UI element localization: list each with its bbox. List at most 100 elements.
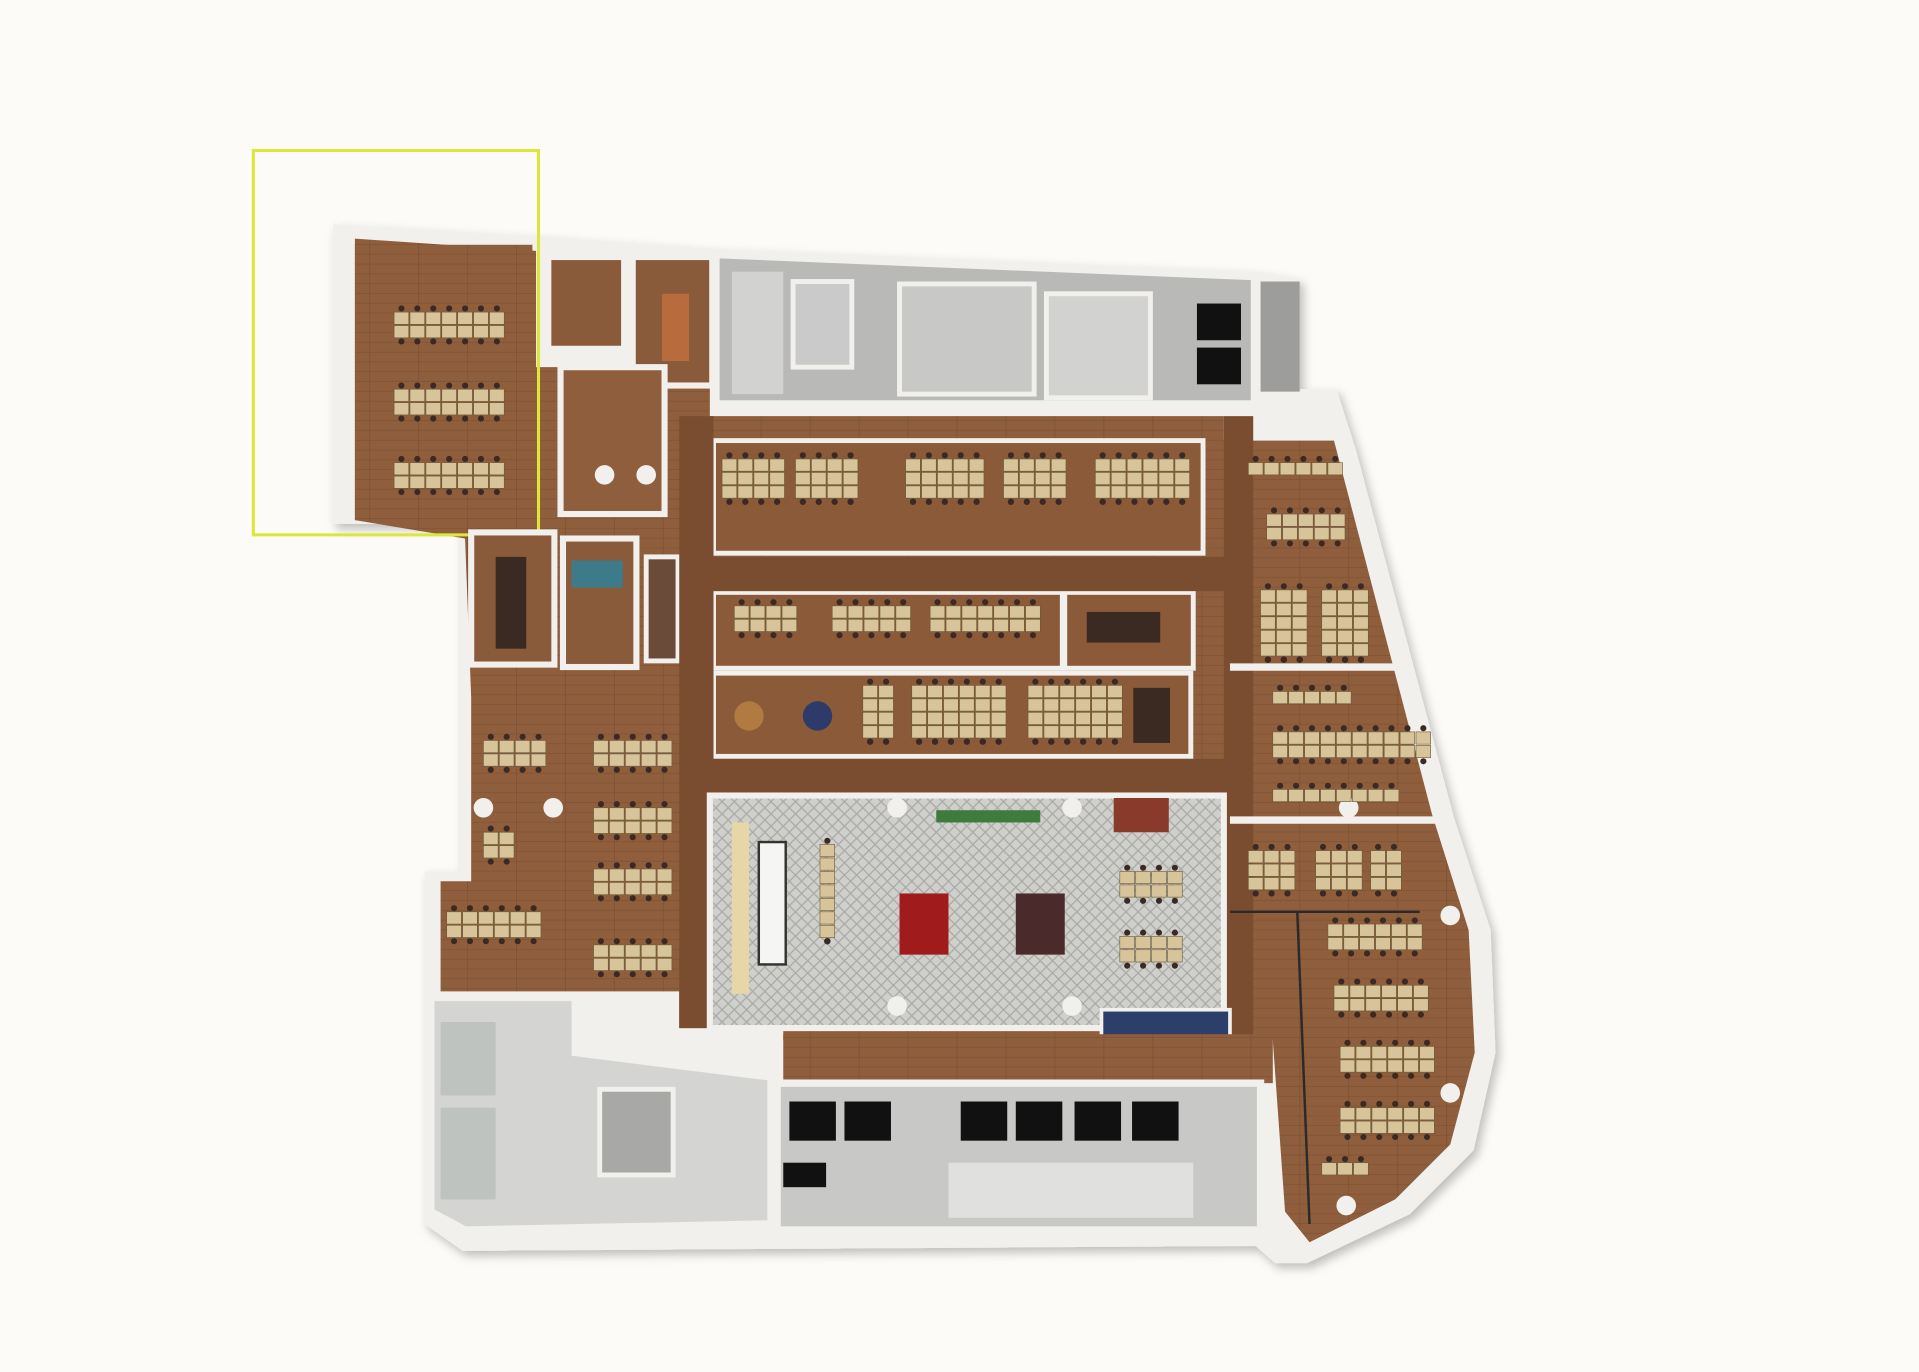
chair [754,632,761,639]
chair [530,905,537,912]
desk [1386,850,1402,864]
desk [1050,458,1067,472]
desk [878,712,894,725]
stairwell [1043,291,1153,401]
chair [1268,890,1275,897]
desk [1399,745,1416,758]
chair [1332,455,1339,463]
elevator-bank [783,1101,1179,1188]
chair [446,488,453,496]
desk [1003,485,1019,499]
chair [1386,978,1393,985]
chair [1374,890,1382,897]
chair [831,498,838,505]
desk [863,618,880,632]
chair [629,938,636,945]
desk [1135,884,1151,898]
chair [1408,1100,1415,1108]
desk [991,685,1007,698]
chair [477,382,485,389]
desk [781,618,798,632]
desk [911,712,927,725]
chair [1124,864,1131,871]
chair [1131,452,1138,459]
desk [1260,630,1276,643]
chair [1370,1011,1377,1018]
round-table [734,701,764,731]
chair [1140,962,1147,969]
desk [593,807,609,821]
chair [645,766,652,773]
chair [1341,583,1349,590]
desk [905,485,921,499]
desk [625,807,641,821]
desk-cluster [734,599,798,639]
desk [1353,1162,1369,1176]
desk [1386,863,1402,877]
desk [921,472,937,485]
desk [819,844,835,858]
desk [1419,1046,1435,1059]
desk [827,458,843,472]
desk [1367,731,1384,745]
desk [1059,685,1075,698]
chair [883,738,890,745]
round-table [802,701,833,731]
chair [847,498,854,505]
desk [737,472,753,485]
desk-cluster [1248,843,1296,897]
chair [1155,864,1163,871]
chair [1423,1100,1431,1108]
desk-cluster [819,837,835,945]
desk [393,311,410,325]
chair [1363,950,1371,957]
desk [593,820,609,834]
desk [1330,527,1346,541]
cafe-table [636,465,656,485]
chair [1372,758,1379,765]
desk [625,882,641,895]
chair [1124,962,1131,969]
desk [991,725,1007,739]
desk [1266,513,1282,527]
desk [1314,513,1330,527]
desk [991,698,1007,712]
chair [1357,656,1364,663]
desk [1263,850,1280,864]
desk [959,698,975,712]
glass-partition [1296,911,1311,1224]
column [1062,797,1082,818]
desk [937,458,953,472]
chair [931,678,939,685]
chair [1404,725,1411,732]
stairwell [731,271,784,395]
chair [477,305,485,312]
desk [1413,998,1429,1012]
desk [827,472,843,485]
chair [535,733,542,740]
chair [824,938,831,945]
chair [1340,758,1347,765]
desk [1151,884,1167,898]
desk [489,475,505,489]
desk [494,911,510,925]
desk [625,944,641,958]
chair [1379,950,1387,957]
desk [441,402,457,416]
desk [457,388,473,402]
chair [836,632,843,639]
chair [1268,843,1275,851]
desk [1336,745,1352,758]
chair [661,733,668,740]
chair [884,599,891,606]
chair [1324,758,1331,765]
desk [441,462,457,476]
chair [1302,540,1309,547]
desk [1383,745,1400,758]
chair [1318,507,1325,514]
chair [430,338,437,345]
chair [597,895,604,902]
desk [1019,458,1035,472]
desk [753,458,769,472]
chair [1324,725,1331,732]
